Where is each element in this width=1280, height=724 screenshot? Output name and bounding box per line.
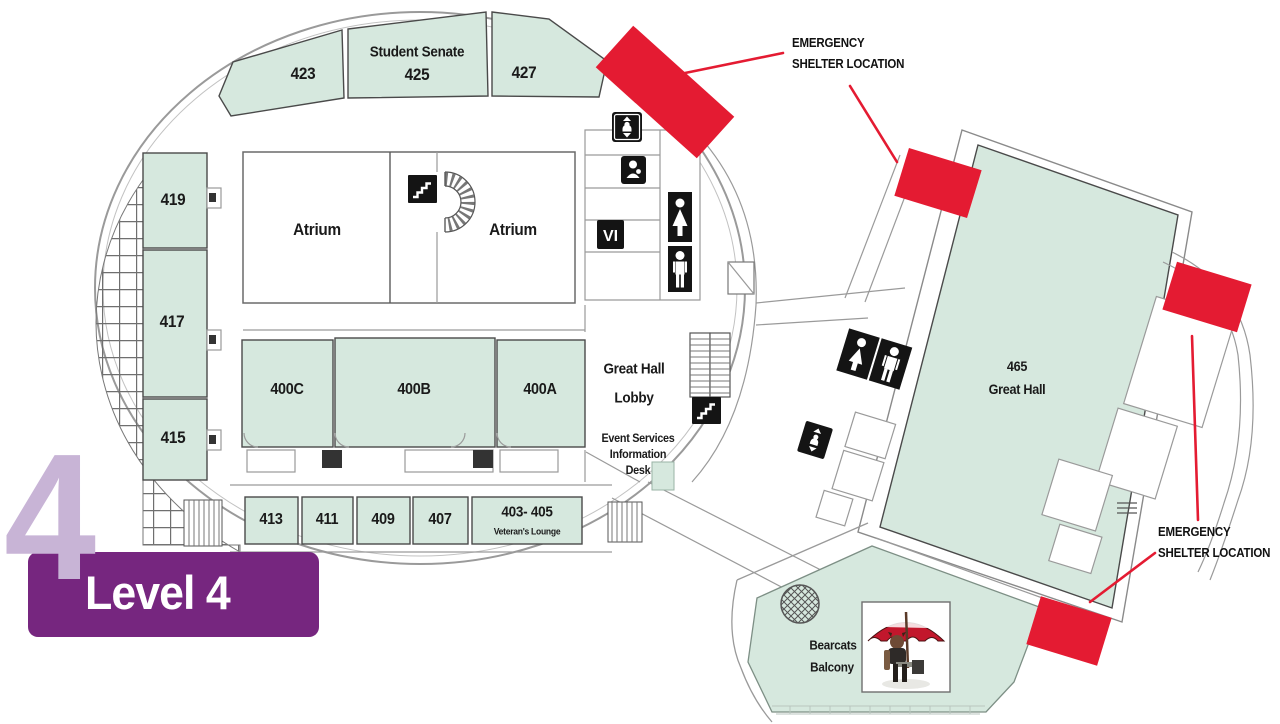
room-413-shape — [244, 496, 299, 545]
room-label-407: 407 — [428, 511, 452, 528]
stair-southwest — [183, 499, 223, 547]
room-label-403-405: 403- 405 — [501, 503, 553, 521]
room-label-veterans-lounge: Veteran's Lounge — [493, 526, 561, 538]
room-label-415: 415 — [160, 428, 186, 447]
level-numeral: 4 — [4, 417, 97, 618]
shelter-zone-hall-east — [1162, 261, 1252, 333]
room-label-417: 417 — [159, 312, 185, 331]
emergency-note-line2: SHELTER LOCATION — [1158, 545, 1271, 560]
leader-line-top-b — [848, 84, 899, 164]
womens-restroom-icon — [836, 328, 880, 380]
mens-restroom-icon — [868, 338, 913, 390]
room-425-shape — [347, 11, 489, 99]
leader-line-bottom-b — [1088, 551, 1157, 604]
shelter-zone-north — [595, 25, 735, 159]
room-411-shape — [301, 496, 354, 545]
information-desk-shape — [651, 461, 675, 491]
room-shapes-400 — [230, 329, 612, 486]
room-label-419: 419 — [160, 190, 186, 209]
area-label-lobby-2: Lobby — [614, 389, 654, 407]
area-label-event-services-2: Information — [609, 447, 667, 461]
room-label-400c: 400C — [270, 381, 304, 398]
emergency-note-line1: EMERGENCY — [792, 36, 865, 50]
shelter-zone-hall-north — [894, 147, 982, 219]
level-banner: Level 4 — [28, 552, 319, 637]
svg-text:VI: VI — [603, 228, 618, 245]
connector-walls — [755, 154, 919, 326]
room-label-413: 413 — [259, 511, 283, 528]
stairs-icon-lobby — [692, 397, 721, 424]
emergency-shelter-zones — [595, 25, 1252, 666]
room-shapes-south — [183, 496, 643, 553]
umbrella-icon — [867, 611, 946, 669]
emergency-note-line1: EMERGENCY — [1158, 525, 1231, 539]
room-400b-shape — [334, 337, 496, 448]
area-label-lobby-1: Great Hall — [603, 360, 665, 378]
hall-restrooms — [836, 328, 913, 390]
room-label-400b: 400B — [397, 381, 431, 398]
shelter-zone-hall-south — [1026, 596, 1112, 666]
womens-restroom-icon — [668, 192, 692, 242]
room-417-shape — [142, 249, 208, 398]
area-label-event-services-3: Desk — [625, 463, 651, 477]
room-label-great-hall: Great Hall — [988, 381, 1046, 397]
leader-line-bottom-a — [1190, 334, 1200, 522]
room-label-425-name: Student Senate — [369, 43, 465, 61]
room-415-shape — [142, 398, 208, 481]
area-label-event-services-1: Event Services — [601, 431, 675, 445]
emergency-note-line2: SHELTER LOCATION — [792, 56, 905, 71]
room-shapes-west — [142, 152, 222, 481]
leader-line-top-a — [683, 51, 785, 75]
emergency-shelter-note-bottom: EMERGENCY SHELTER LOCATION — [1158, 522, 1270, 563]
elevator-icon — [797, 421, 833, 459]
emergency-shelter-note-top: EMERGENCY SHELTER LOCATION — [792, 33, 904, 74]
bearcat-mascot-icon — [884, 632, 924, 682]
room-label-423: 423 — [290, 64, 316, 83]
stairs-icon-atrium — [408, 175, 437, 203]
room-400a-shape — [496, 339, 586, 448]
room-label-465: 465 — [1006, 358, 1028, 374]
mens-restroom-icon — [668, 246, 692, 292]
room-shapes-top-arc — [218, 11, 608, 117]
area-label-balcony: Balcony — [810, 659, 854, 675]
room-label-425-number: 425 — [404, 65, 430, 84]
room-label-409: 409 — [371, 511, 395, 528]
level-banner-label: Level 4 — [85, 566, 231, 619]
stair-southeast — [607, 501, 643, 543]
room-400c-shape — [241, 339, 334, 448]
bearcats-balcony — [731, 522, 1049, 723]
room-label-427: 427 — [511, 63, 537, 82]
great-hall — [815, 129, 1254, 623]
elevator-icon — [612, 112, 642, 142]
room-409-shape — [356, 496, 411, 545]
room-427-shape — [491, 11, 608, 98]
lobby-stair — [689, 332, 731, 398]
room-423-shape — [218, 29, 345, 117]
room-403-405-shape — [471, 496, 583, 545]
spiral-stair — [444, 171, 476, 233]
vi-sign-icon: VI — [597, 220, 624, 249]
area-label-atrium-west: Atrium — [293, 220, 341, 239]
round-table-feature — [780, 584, 820, 624]
room-label-400a: 400A — [523, 381, 557, 398]
area-label-atrium-east: Atrium — [489, 220, 537, 239]
baby-changing-icon — [621, 156, 646, 184]
room-407-shape — [412, 496, 469, 545]
east-wing — [1095, 251, 1254, 581]
area-label-bearcats: Bearcats — [809, 637, 857, 653]
mascot-picture — [861, 601, 951, 693]
room-label-411: 411 — [315, 511, 339, 528]
